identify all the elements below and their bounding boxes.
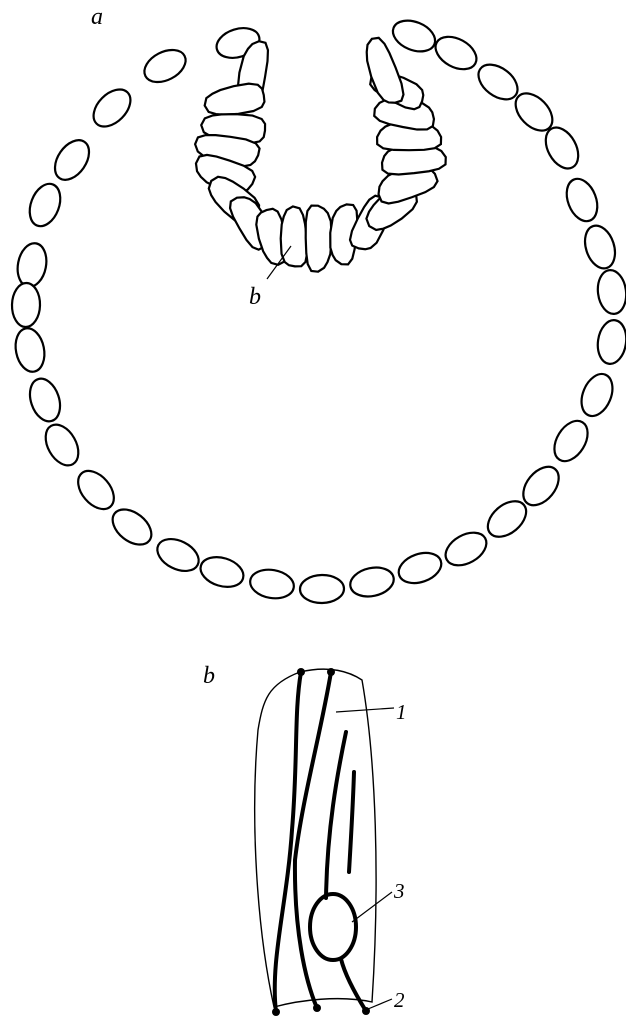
panel-b-label: b: [203, 663, 215, 689]
callout-1-label: 1: [396, 700, 407, 724]
ring-cell: [87, 83, 138, 134]
ring-cell: [548, 415, 595, 467]
endpoint-dot-top-left: [297, 668, 305, 676]
enlarged-cell-outline: [255, 669, 376, 1007]
fold-cell: [280, 206, 308, 267]
ring-cell: [388, 15, 439, 57]
callout-2-label: 2: [394, 988, 405, 1012]
ring-cell: [440, 526, 492, 572]
outer-cell-ring: [12, 15, 626, 604]
callout-1-line: [336, 708, 394, 712]
ring-cell: [197, 552, 247, 592]
fold-cell: [306, 206, 332, 272]
endpoint-dot-bottom-middle: [313, 1004, 321, 1012]
ring-cell: [395, 548, 446, 589]
cell-b-pointer-label: b: [249, 284, 261, 310]
ring-cell: [348, 564, 397, 601]
ring-cell: [39, 419, 85, 471]
callout-3-line: [352, 892, 392, 922]
ring-cell: [48, 134, 96, 186]
nucleus-oval: [310, 894, 356, 960]
inner-cell-fold: [191, 35, 447, 272]
strand-inner: [326, 732, 346, 898]
ring-cell: [152, 533, 204, 578]
ring-cell: [12, 326, 48, 375]
endpoint-dot-bottom-left: [272, 1008, 280, 1016]
ring-cell: [24, 179, 66, 230]
panel-b: b 1 3 2: [203, 663, 407, 1016]
ring-cell: [106, 502, 158, 551]
ring-cell: [595, 318, 626, 366]
ring-cell: [576, 369, 619, 420]
callout-3-label: 3: [393, 879, 405, 903]
strand-from-nucleus: [341, 959, 366, 1011]
ring-cell: [561, 174, 603, 225]
ring-cell: [300, 575, 345, 604]
ring-cell: [580, 222, 620, 273]
panel-a: a b: [12, 4, 626, 603]
panel-a-label: a: [91, 4, 103, 30]
ring-cell: [139, 43, 191, 88]
ring-cell: [14, 241, 50, 289]
strand-short: [349, 772, 354, 872]
ring-cell: [12, 283, 41, 328]
ring-cell: [248, 567, 296, 602]
ring-cell: [25, 375, 66, 426]
ring-cell: [430, 30, 482, 76]
endpoint-dot-top-right: [327, 668, 335, 676]
ring-cell: [71, 464, 121, 516]
ring-cell: [595, 268, 626, 315]
fold-cell: [359, 35, 407, 108]
